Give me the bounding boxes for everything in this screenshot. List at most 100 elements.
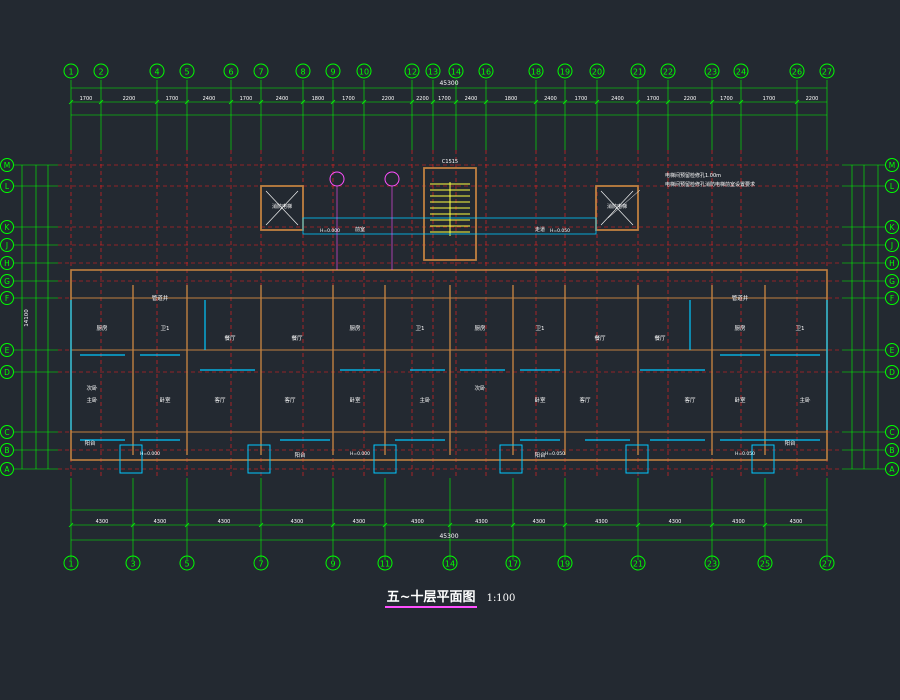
dimension-text-top: 2400 xyxy=(611,96,624,102)
axis-bubble-top xyxy=(448,63,464,79)
dimension-tick xyxy=(409,99,415,105)
room-label: 厨房 xyxy=(96,324,108,332)
dimension-tick xyxy=(68,522,74,528)
floor-level-mark: H=0.050 xyxy=(735,451,755,457)
axis-label-left: F xyxy=(5,294,9,303)
dimension-tick xyxy=(330,522,336,528)
dimension-text-top: 1700 xyxy=(80,96,93,102)
dimension-tick xyxy=(533,99,539,105)
axis-bubble-top xyxy=(704,63,720,79)
elevator-cross xyxy=(265,190,299,226)
dimension-text-top: 1800 xyxy=(505,96,518,102)
axis-bubble-left xyxy=(0,425,14,439)
axis-label-top: 26 xyxy=(792,68,802,77)
axis-bubble-bottom xyxy=(63,555,79,571)
axis-label-bottom: 11 xyxy=(380,560,390,569)
dimension-tick xyxy=(562,99,568,105)
room-label: 主卧 xyxy=(799,396,811,404)
axis-bubble-left xyxy=(0,179,14,193)
axis-bubble-top xyxy=(295,63,311,79)
axis-label-top: 9 xyxy=(330,68,335,77)
dimension-tick xyxy=(184,99,190,105)
dimension-tick xyxy=(382,522,388,528)
axis-label-top: 5 xyxy=(184,68,189,77)
room-label: 管道井 xyxy=(732,294,749,302)
dimension-tick xyxy=(483,99,489,105)
axis-label-bottom: 19 xyxy=(560,560,570,569)
dimension-text-top: 1700 xyxy=(575,96,588,102)
axis-bubble-top xyxy=(789,63,805,79)
room-label: 客厅 xyxy=(684,396,696,404)
axis-bubble-top xyxy=(478,63,494,79)
dimension-text-top: 2200 xyxy=(382,96,395,102)
axis-bubble-top xyxy=(557,63,573,79)
dimension-tick xyxy=(68,99,74,105)
dimension-tick xyxy=(154,99,160,105)
axis-label-right: L xyxy=(890,182,895,191)
dimension-tick xyxy=(738,99,744,105)
axis-label-bottom: 3 xyxy=(130,560,135,569)
dimension-text-bottom: 4300 xyxy=(732,519,745,525)
room-label: 次卧 xyxy=(86,384,98,392)
axis-bubble-bottom xyxy=(704,555,720,571)
axis-bubble-left xyxy=(0,291,14,305)
axis-label-top: 7 xyxy=(258,68,263,77)
axis-label-bottom: 23 xyxy=(707,560,717,569)
axis-bubble-bottom xyxy=(377,555,393,571)
dimension-text-top: 1700 xyxy=(647,96,660,102)
dimension-tick xyxy=(430,99,436,105)
dimension-text-bottom: 4300 xyxy=(595,519,608,525)
dimension-text-bottom: 4300 xyxy=(475,519,488,525)
elevator-label-right: 消防电梯 xyxy=(607,203,627,210)
stair-elevator-cores: C1515消防电梯消防电梯前室走道 xyxy=(260,159,639,270)
axis-bubble-right xyxy=(885,365,899,379)
room-label: 餐厅 xyxy=(654,334,666,342)
axis-bubble-bottom xyxy=(819,555,835,571)
dimension-text-bottom: 4300 xyxy=(790,519,803,525)
axis-label-bottom: 25 xyxy=(760,560,770,569)
axis-bubble-top xyxy=(179,63,195,79)
dimension-text-bottom: 4300 xyxy=(533,519,546,525)
axis-label-bottom: 7 xyxy=(258,560,263,569)
axis-bubble-top xyxy=(425,63,441,79)
axis-bubble-top xyxy=(528,63,544,79)
axis-bubble-bottom xyxy=(630,555,646,571)
elevator-cross xyxy=(600,190,634,226)
axis-bubble-top xyxy=(660,63,676,79)
dimension-text-bottom: 4300 xyxy=(96,519,109,525)
room-label: 客厅 xyxy=(579,396,591,404)
room-label: 卧室 xyxy=(534,396,546,404)
building-walls xyxy=(70,269,828,474)
dimension-text-bottom: 4300 xyxy=(353,519,366,525)
axis-bubble-right xyxy=(885,274,899,288)
dimension-tick xyxy=(762,522,768,528)
dimension-text-top: 2400 xyxy=(203,96,216,102)
axis-bubble-right xyxy=(885,425,899,439)
axis-label-top: 18 xyxy=(531,68,541,77)
axis-bubble-top xyxy=(149,63,165,79)
dimension-tick xyxy=(594,99,600,105)
elevator-label-left: 消防电梯 xyxy=(272,203,292,210)
axis-bubble-right xyxy=(885,158,899,172)
dimension-text-top: 2400 xyxy=(276,96,289,102)
room-label: 餐厅 xyxy=(291,334,303,342)
floor-level-mark: H=0.000 xyxy=(350,451,370,457)
axis-bubble-bottom xyxy=(325,555,341,571)
dimension-tick xyxy=(228,99,234,105)
axis-bubble-right xyxy=(885,238,899,252)
axis-label-right: K xyxy=(890,223,896,232)
room-label: 餐厅 xyxy=(224,334,236,342)
axis-bubble-top xyxy=(630,63,646,79)
axis-label-left: L xyxy=(5,182,10,191)
axis-label-bottom: 27 xyxy=(822,560,832,569)
note-line: 电梯间预留检修孔消防电梯前室设置要求 xyxy=(665,181,755,188)
room-label: 餐厅 xyxy=(594,334,606,342)
room-label: 卧室 xyxy=(349,396,361,404)
drawing-title: 五~十层平面图 xyxy=(384,590,478,608)
elevator-right xyxy=(595,185,639,231)
axis-label-top: 8 xyxy=(300,68,305,77)
dimension-text-top: 1700 xyxy=(166,96,179,102)
axis-bubble-left xyxy=(0,274,14,288)
